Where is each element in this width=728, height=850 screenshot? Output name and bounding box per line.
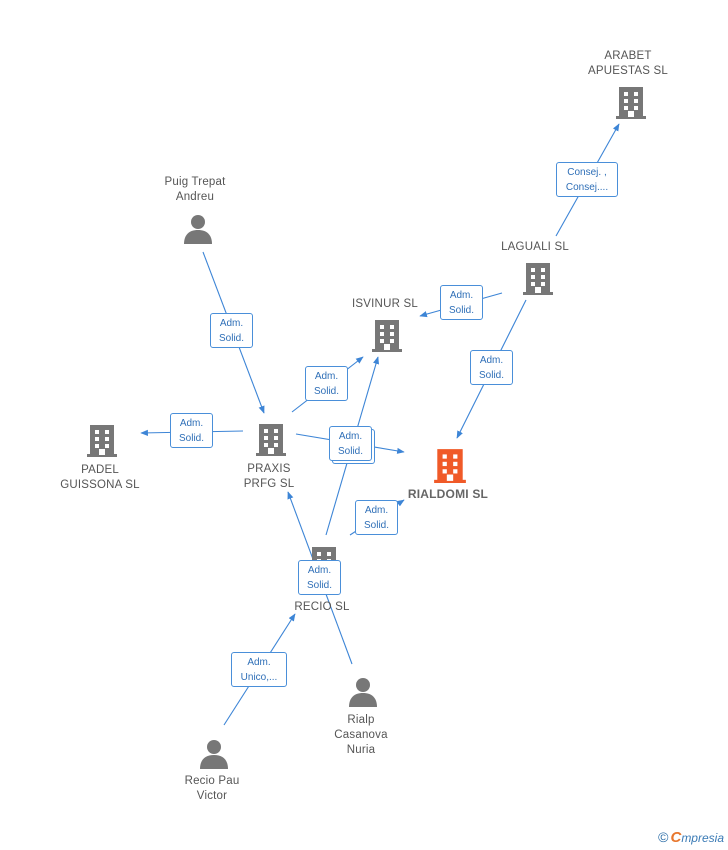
edge-label-praxis-isvinur[interactable]: Adm. Solid.: [305, 366, 348, 401]
rialp-person-icon[interactable]: [348, 677, 378, 707]
arabet-label[interactable]: ARABET APUESTAS SL: [588, 50, 668, 77]
laguali-label[interactable]: LAGUALI SL: [501, 241, 569, 253]
edge-label-laguali-rialdomi[interactable]: Adm. Solid.: [470, 350, 513, 385]
padel-label[interactable]: PADEL GUISSONA SL: [60, 464, 140, 491]
isvinur-building-icon[interactable]: [372, 318, 402, 352]
brand-footer[interactable]: ©Cmpresia: [658, 829, 724, 846]
rialdomi-label[interactable]: RIALDOMI SL: [407, 487, 489, 501]
copyright-icon: ©: [658, 829, 669, 845]
puig-label[interactable]: Puig Trepat Andreu: [164, 176, 226, 203]
padel-building-icon[interactable]: [87, 423, 117, 457]
recio-pau-person-icon[interactable]: [199, 739, 229, 769]
isvinur-label[interactable]: ISVINUR SL: [352, 298, 418, 310]
praxis-label[interactable]: PRAXIS PRFG SL: [243, 463, 295, 490]
recio-pau-label[interactable]: Recio Pau Victor: [184, 775, 240, 802]
recio-sl-label[interactable]: RECIO SL: [294, 601, 350, 613]
arabet-building-icon[interactable]: [616, 85, 646, 119]
laguali-building-icon[interactable]: [523, 261, 553, 295]
brand-name: mpresia: [681, 831, 724, 845]
edge-label-laguali-arabet[interactable]: Consej. , Consej....: [556, 162, 618, 197]
praxis-building-icon[interactable]: [256, 422, 286, 456]
edge-label-puig-praxis[interactable]: Adm. Solid.: [210, 313, 253, 348]
edge-label-rialp-praxis[interactable]: Adm. Solid.: [298, 560, 341, 595]
rialp-label[interactable]: Rialp Casanova Nuria: [334, 714, 388, 756]
edge-label-laguali-isvinur[interactable]: Adm. Solid.: [440, 285, 483, 320]
edge-label-recio-rialdomi[interactable]: Adm. Solid.: [355, 500, 398, 535]
rialdomi-building-icon[interactable]: [434, 447, 466, 483]
edge-label-praxis-padel[interactable]: Adm. Solid.: [170, 413, 213, 448]
brand-initial: C: [670, 829, 682, 846]
edge-label-recio-pau-recio[interactable]: Adm. Unico,...: [231, 652, 287, 687]
puig-person-icon[interactable]: [183, 214, 213, 244]
edge-label-praxis-rialdomi[interactable]: Adm. Solid.: [329, 426, 372, 461]
